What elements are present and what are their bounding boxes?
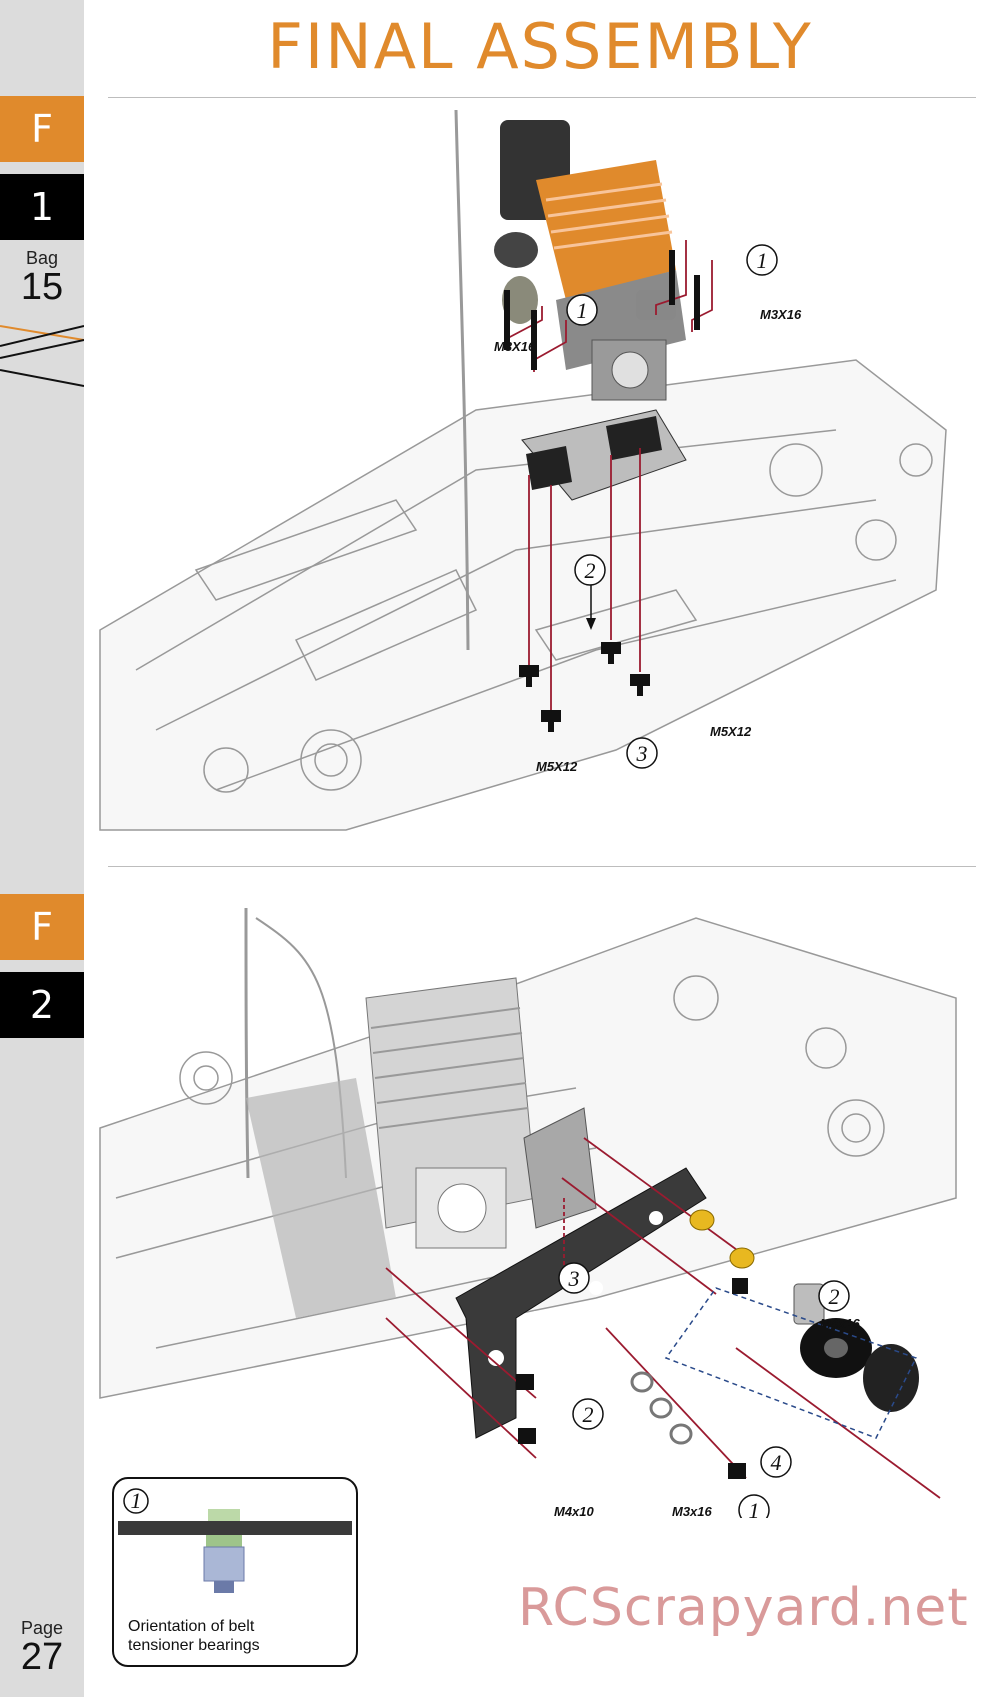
inset-bearing-orientation: 1 Orientation of belt tensioner bearings bbox=[112, 1477, 358, 1667]
callout-2: 2 bbox=[585, 558, 596, 583]
callout-3: 3 bbox=[568, 1266, 580, 1291]
top-divider bbox=[108, 97, 976, 98]
inset-number: 1 bbox=[131, 1488, 142, 1513]
page-title: FINAL ASSEMBLY bbox=[267, 10, 813, 83]
label-m3x16: M3x16 bbox=[672, 1504, 713, 1518]
sidebar: F 1 Bag 15 F 2 Page 27 bbox=[0, 0, 84, 1697]
bag-number: 15 bbox=[20, 266, 64, 308]
step1-callouts: 1 1 2 3 M3X16 M3X16 M5X12 M5X12 bbox=[494, 244, 802, 774]
callout-2-right: 2 bbox=[829, 1284, 840, 1309]
callout-1-left: 1 bbox=[577, 298, 588, 323]
bearing-orientation-icon bbox=[118, 1509, 352, 1593]
step2-callouts: 2 2 3 4 1 M4x16 M4x10 M3x16 bbox=[554, 1262, 861, 1518]
label-m4x16: M4x16 bbox=[820, 1316, 861, 1331]
callout-1: 1 bbox=[749, 1498, 760, 1518]
engine-illustration bbox=[494, 120, 686, 401]
callout-1-right: 1 bbox=[757, 248, 768, 273]
label-m3x16-right: M3X16 bbox=[760, 307, 802, 322]
inset-caption: Orientation of belt tensioner bearings bbox=[128, 1617, 260, 1655]
step-number-1: 1 bbox=[0, 174, 84, 240]
bag-label: Bag bbox=[25, 248, 59, 268]
step-number-2: 2 bbox=[0, 972, 84, 1038]
inset-caption-line1: Orientation of belt bbox=[128, 1618, 255, 1635]
inset-caption-line2: tensioner bearings bbox=[128, 1637, 260, 1654]
middle-divider bbox=[108, 866, 976, 867]
inset-callout-circle: 1 bbox=[123, 1488, 149, 1514]
step1-illustration: 1 1 2 3 M3X16 M3X16 M5X12 M5X12 bbox=[99, 110, 947, 831]
watermark: RCScrapyard.net bbox=[518, 1578, 969, 1638]
bag-stripes-icon bbox=[0, 325, 84, 387]
page-label: Page bbox=[20, 1618, 64, 1638]
page-number: 27 bbox=[20, 1636, 64, 1678]
step2-illustration: 2 2 3 4 1 M4x16 M4x10 M3x16 bbox=[99, 907, 957, 1518]
step-letter-f1: F bbox=[0, 96, 84, 162]
callout-3: 3 bbox=[636, 741, 648, 766]
label-m4x10: M4x10 bbox=[554, 1504, 595, 1518]
label-m5x12-left: M5X12 bbox=[536, 759, 578, 774]
label-m3x16-left: M3X16 bbox=[494, 339, 536, 354]
step2-engine bbox=[246, 977, 537, 1318]
step-letter-f2: F bbox=[0, 894, 84, 960]
callout-4: 4 bbox=[771, 1450, 782, 1475]
callout-2-left: 2 bbox=[583, 1402, 594, 1427]
label-m5x12-right: M5X12 bbox=[710, 724, 752, 739]
